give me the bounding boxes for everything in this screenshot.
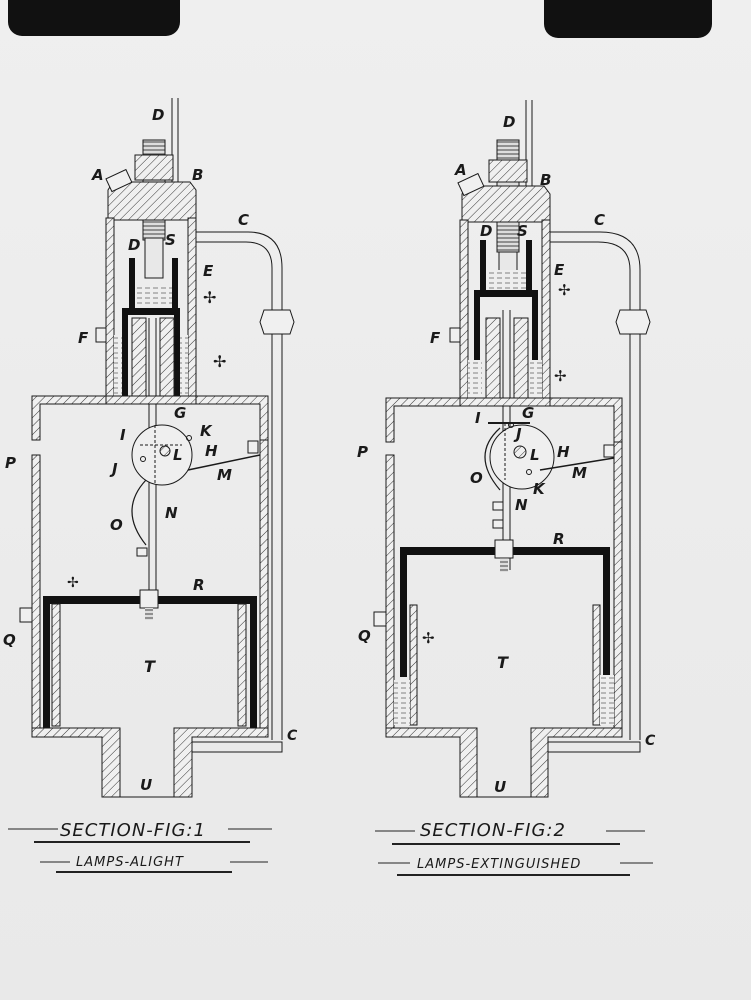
label-S: S [517, 222, 528, 240]
label-P: P [5, 454, 16, 472]
marker-cross-2: ✢ [213, 352, 226, 371]
marker-cross-1: ✢ [203, 288, 216, 307]
label-Q: Q [3, 631, 16, 649]
label-L: L [530, 446, 540, 464]
label-G: G [174, 404, 186, 422]
figure-2 [373, 100, 651, 798]
figure-1 [19, 98, 295, 798]
label-C-bottom: C [645, 733, 656, 749]
label-H: H [205, 442, 218, 460]
label-G: G [522, 404, 534, 422]
figure-2-subtitle: LAMPS-EXTINGUISHED [417, 857, 581, 872]
figure-1-subtitle: LAMPS-ALIGHT [76, 855, 184, 870]
figure-1-caption: SECTION-FIG:1 LAMPS-ALIGHT [8, 820, 272, 873]
figure-2-labels: D A B C D S E ✢ F ✢ G I J L H P O M K N … [357, 113, 656, 796]
marker-cross-1: ✢ [558, 281, 571, 299]
label-K: K [533, 480, 546, 498]
label-E: E [203, 262, 214, 280]
label-I: I [120, 426, 126, 444]
film-tab-right [544, 0, 712, 38]
label-K: K [200, 422, 213, 440]
label-N: N [515, 496, 528, 514]
label-F: F [430, 329, 441, 347]
label-P: P [357, 443, 368, 461]
label-D-inner: D [128, 236, 140, 254]
label-N: N [165, 504, 178, 522]
label-H: H [557, 443, 570, 461]
figure-2-caption: SECTION-FIG:2 LAMPS-EXTINGUISHED [375, 820, 653, 876]
label-M: M [572, 464, 587, 482]
label-F: F [78, 329, 89, 347]
label-O: O [470, 469, 483, 487]
label-M: M [217, 466, 232, 484]
label-U: U [494, 778, 506, 796]
label-L: L [173, 446, 183, 464]
label-R: R [553, 530, 565, 548]
label-Q: Q [358, 627, 371, 645]
label-T: T [144, 657, 156, 676]
label-A: A [91, 166, 104, 184]
figure-1-labels: D A B C D S E ✢ F ✢ G I K L H J M P N O … [3, 106, 298, 794]
label-I: I [475, 409, 481, 427]
label-D-inner: D [480, 222, 492, 240]
label-A: A [454, 161, 467, 179]
label-J: J [109, 460, 118, 478]
label-T: T [497, 653, 509, 672]
marker-cross-2: ✢ [554, 367, 567, 385]
marker-cross-3: ✢ [67, 575, 79, 591]
figure-1-title: SECTION-FIG:1 [60, 820, 206, 841]
label-S: S [165, 231, 176, 249]
label-O: O [110, 516, 123, 534]
figure-2-title: SECTION-FIG:2 [420, 820, 566, 841]
label-B: B [192, 166, 203, 184]
film-tab-left [8, 0, 180, 36]
label-D-top: D [152, 106, 164, 124]
label-C-bottom: C [287, 728, 298, 744]
label-C-top: C [594, 211, 605, 229]
label-U: U [140, 776, 152, 794]
label-R: R [193, 576, 205, 594]
marker-cross-3: ✢ [422, 629, 435, 647]
label-E: E [554, 261, 565, 279]
label-B: B [540, 171, 551, 189]
label-D-top: D [503, 113, 515, 131]
label-J: J [513, 425, 522, 443]
label-C-top: C [238, 211, 249, 229]
